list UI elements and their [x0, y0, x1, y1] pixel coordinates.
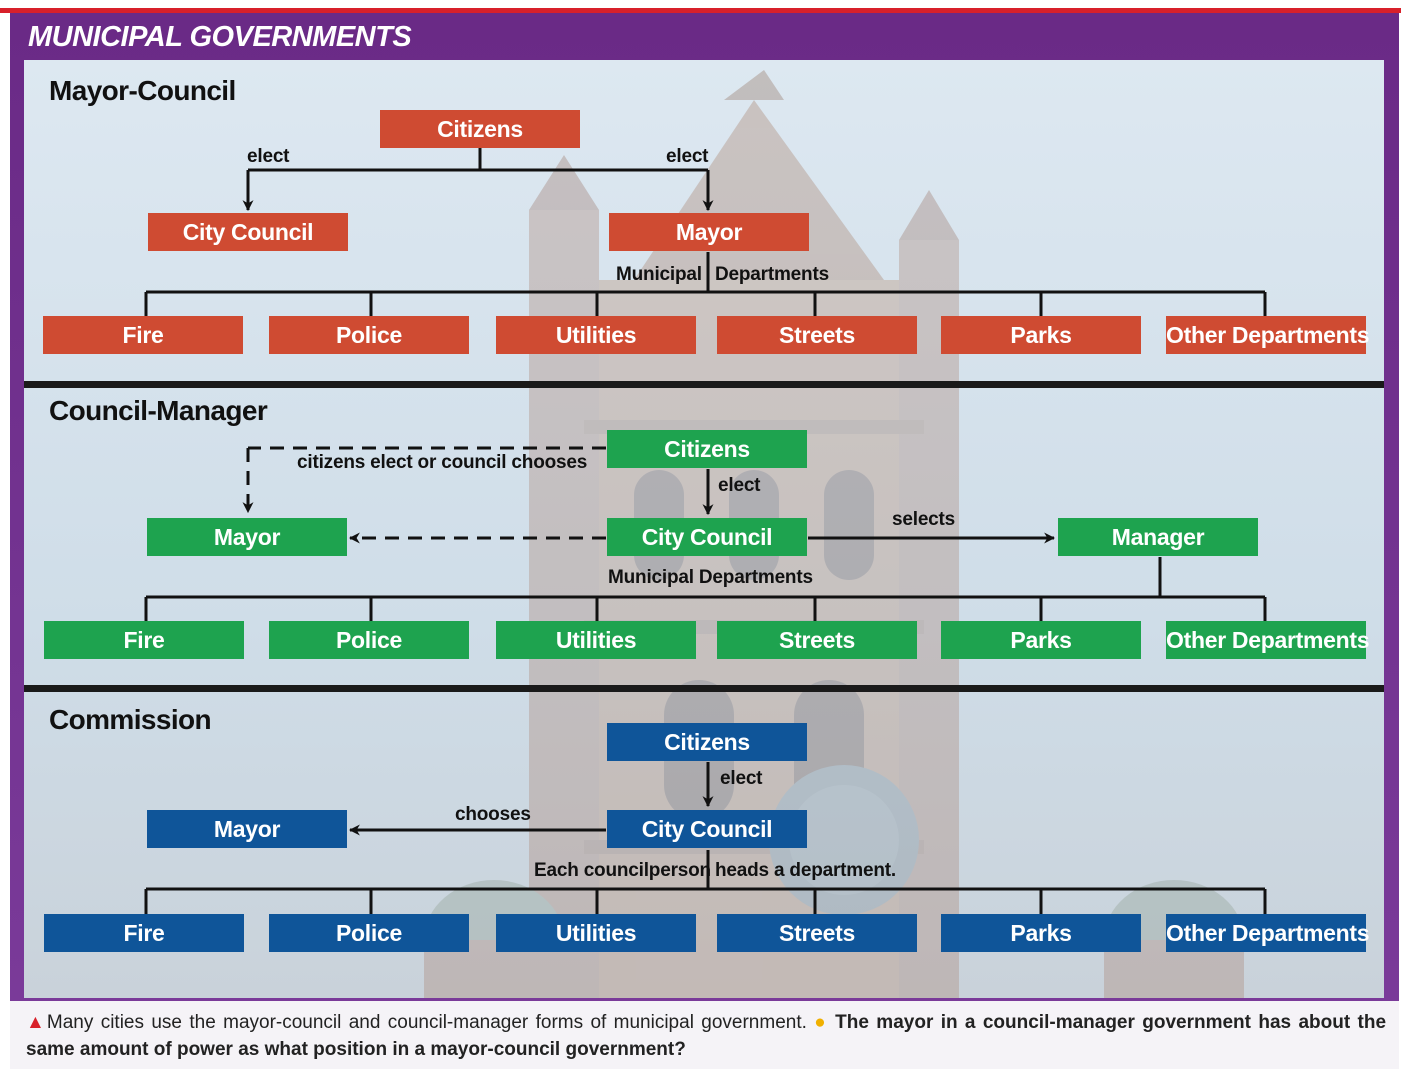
figure-title: MUNICIPAL GOVERNMENTS [28, 21, 412, 53]
caption-triangle-icon: ▲ [26, 1012, 47, 1033]
cm-dept-fire: Fire [44, 621, 244, 659]
cm-manager-box: Manager [1058, 518, 1258, 556]
cm-citizens-box: Citizens [607, 430, 807, 468]
cm-city-council-box: City Council [607, 518, 807, 556]
commission-heading: Commission [49, 704, 212, 735]
cm-dashed-label: citizens elect or council chooses [297, 452, 588, 473]
mc-departments-label-left: Municipal [616, 264, 702, 285]
mc-city-council-box: City Council [148, 213, 348, 251]
cm-dept-utilities: Utilities [496, 621, 696, 659]
top-accent-line [0, 8, 1401, 13]
caption-statement: Many cities use the mayor-council and co… [46, 1012, 807, 1033]
mc-dept-police: Police [269, 316, 469, 354]
cs-dept-other: Other Departments [1166, 914, 1370, 952]
mc-dept-parks: Parks [941, 316, 1141, 354]
cs-mayor-box: Mayor [147, 810, 347, 848]
cs-dept-utilities: Utilities [496, 914, 696, 952]
cm-departments-label: Municipal Departments [608, 567, 813, 588]
cs-dept-streets: Streets [717, 914, 917, 952]
cs-dept-police: Police [269, 914, 469, 952]
mc-dept-utilities: Utilities [496, 316, 696, 354]
cm-dept-other: Other Departments [1166, 621, 1370, 659]
mc-elect-left-label: elect [247, 146, 290, 167]
council-manager-heading: Council-Manager [49, 395, 268, 426]
cm-mayor-box: Mayor [147, 518, 347, 556]
mc-departments-label-right: Departments [715, 264, 829, 285]
cs-chooses-label: chooses [455, 804, 531, 825]
cs-departments-label-right: heads a department. [715, 860, 896, 881]
cs-dept-fire: Fire [44, 914, 244, 952]
caption-question: The mayor in a council-manager governmen… [26, 1012, 1387, 1060]
caption-text: ▲Many cities use the mayor-council and c… [26, 1009, 1386, 1063]
mc-mayor-box: Mayor [609, 213, 809, 251]
cs-departments-label-left: Each councilperson [534, 860, 711, 881]
cm-dept-police: Police [269, 621, 469, 659]
cs-citizens-box: Citizens [607, 723, 807, 761]
mc-elect-right-label: elect [666, 146, 709, 167]
mc-dept-streets: Streets [717, 316, 917, 354]
mayor-council-heading: Mayor-Council [49, 75, 236, 106]
mc-dept-fire: Fire [43, 316, 243, 354]
mc-dept-other: Other Departments [1166, 316, 1370, 354]
cm-dept-streets: Streets [717, 621, 917, 659]
cs-city-council-box: City Council [607, 810, 807, 848]
caption-bullet-icon: ● [814, 1012, 828, 1033]
cm-elect-label: elect [718, 475, 761, 496]
caption-box: ▲Many cities use the mayor-council and c… [10, 1001, 1399, 1069]
mc-citizens-box: Citizens [380, 110, 580, 148]
cm-selects-label: selects [892, 509, 956, 530]
cm-dept-parks: Parks [941, 621, 1141, 659]
cs-dept-parks: Parks [941, 914, 1141, 952]
section-divider [24, 381, 1384, 388]
cs-elect-label: elect [720, 768, 763, 789]
section-divider [24, 685, 1384, 692]
